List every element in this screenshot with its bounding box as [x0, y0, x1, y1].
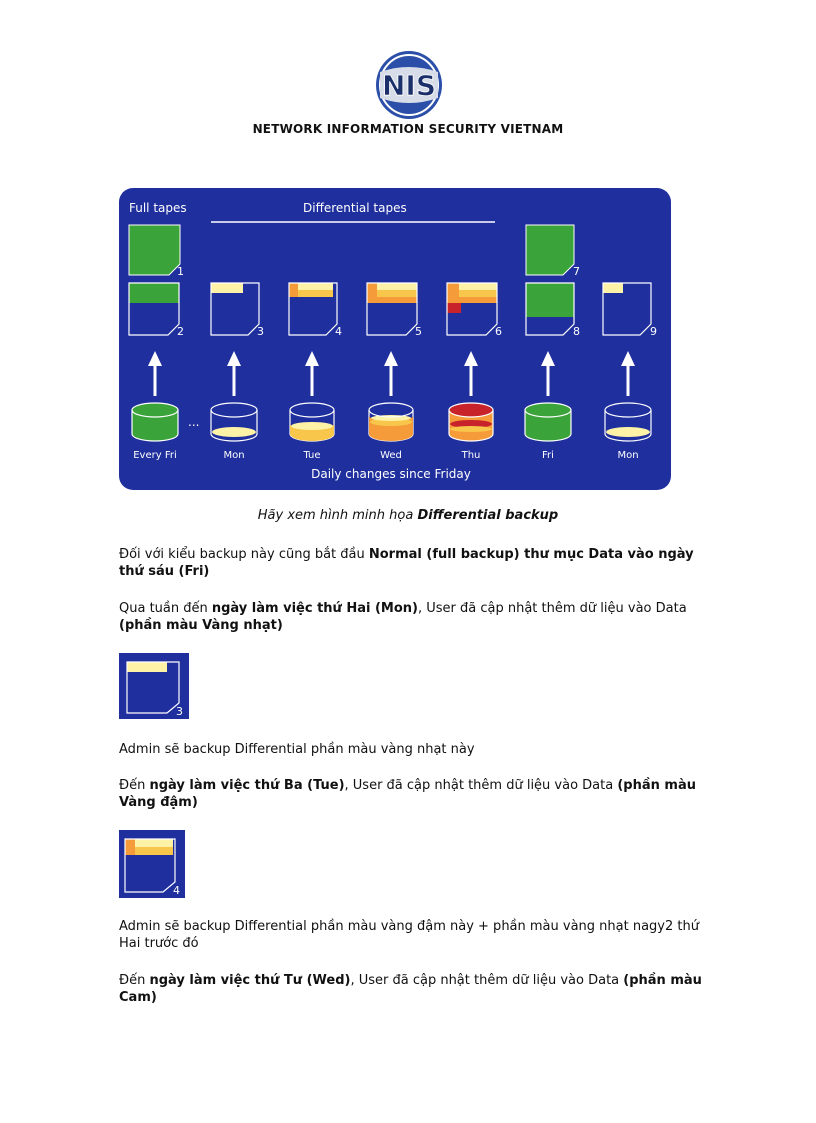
- paragraph-2: Qua tuần đến ngày làm việc thứ Hai (Mon)…: [119, 600, 719, 634]
- logo-text: NIS: [382, 69, 436, 102]
- cylinder-tue: [289, 402, 335, 442]
- differential-tapes-label: Differential tapes: [303, 201, 407, 215]
- tape-3: 3: [210, 282, 264, 338]
- full-tapes-label: Full tapes: [129, 201, 187, 215]
- cylinder-every-fri: [131, 402, 179, 442]
- day-label-every-fri: Every Fri: [133, 450, 177, 461]
- arrow-4: [384, 351, 398, 396]
- tape-8: 8: [525, 282, 580, 338]
- tape-number-3: 3: [257, 325, 264, 338]
- p6-bold-d: (phần màu Cam): [119, 973, 702, 1005]
- p1-text: Đối với kiểu backup này cũng bắt đầu: [119, 547, 369, 562]
- tape-number-9: 9: [650, 325, 657, 338]
- p4-text-c: , User đã cập nhật thêm dữ liệu vào Data: [344, 778, 618, 793]
- arrow-7: [621, 351, 635, 396]
- paragraph-4: Đến ngày làm việc thứ Ba (Tue), User đã …: [119, 777, 719, 811]
- arrows: [148, 351, 635, 396]
- tape-number-6: 6: [495, 325, 502, 338]
- thumbnail-4-number: 4: [173, 884, 180, 897]
- day-label-tue: Tue: [302, 450, 320, 461]
- caption-prefix: Hãy xem hình minh họa: [257, 508, 418, 523]
- p6-text-a: Đến: [119, 973, 150, 988]
- p4-bold-b: ngày làm việc thứ Ba (Tue): [149, 778, 345, 793]
- figure-caption: Hãy xem hình minh họa Differential backu…: [0, 508, 816, 523]
- cylinder-mon: [210, 402, 258, 442]
- tape-number-2: 2: [177, 325, 184, 338]
- day-label-fri: Fri: [542, 450, 554, 461]
- p2-bold-b: ngày làm việc thứ Hai (Mon): [211, 601, 418, 616]
- p2-text-a: Qua tuần đến: [119, 601, 212, 616]
- diagram-background: [119, 188, 671, 490]
- p1-bold: Normal (full backup) thư mục Data vào ng…: [119, 547, 694, 579]
- tape-1: 1: [128, 224, 184, 278]
- p4-text-a: Đến: [119, 778, 150, 793]
- p2-text-c: , User đã cập nhật thêm dữ liệu vào Data: [417, 601, 687, 616]
- tape-number-4: 4: [335, 325, 342, 338]
- arrow-3: [305, 351, 319, 396]
- org-name: NETWORK INFORMATION SECURITY VIETNAM: [252, 122, 564, 136]
- tape-4: 4: [288, 282, 342, 338]
- arrow-6: [541, 351, 555, 396]
- caption-emphasis: Differential backup: [417, 508, 559, 523]
- tape-number-5: 5: [415, 325, 422, 338]
- day-label-wed: Wed: [380, 450, 402, 461]
- cylinder-wed: [368, 402, 414, 442]
- thumbnail-3-number: 3: [176, 705, 183, 718]
- cylinder-thu: [448, 402, 494, 442]
- paragraph-5: Admin sẽ backup Differential phần màu và…: [119, 918, 709, 952]
- footer-label: Daily changes since Friday: [311, 467, 471, 481]
- cylinder-fri: [524, 402, 572, 442]
- cylinder-mon-2: [604, 402, 652, 442]
- arrow-5: [464, 351, 478, 396]
- paragraph-6: Đến ngày làm việc thứ Tư (Wed), User đã …: [119, 972, 719, 1006]
- paragraph-1: Đối với kiểu backup này cũng bắt đầu Nor…: [119, 546, 719, 580]
- p4-bold-d: (phần màu Vàng đậm): [119, 778, 696, 810]
- day-label-thu: Thu: [461, 450, 481, 461]
- day-label-mon-2: Mon: [617, 450, 638, 461]
- paragraph-3: Admin sẽ backup Differential phần màu và…: [119, 741, 719, 758]
- p3-text: Admin sẽ backup Differential phần màu và…: [119, 742, 475, 757]
- tape-number-7: 7: [573, 265, 580, 278]
- arrow-2: [227, 351, 241, 396]
- tape-number-8: 8: [573, 325, 580, 338]
- tape-7: 7: [525, 224, 580, 278]
- tape-9: 9: [602, 282, 657, 338]
- day-label-mon: Mon: [223, 450, 244, 461]
- tape-number-1: 1: [177, 265, 184, 278]
- nis-logo: NIS: [376, 51, 442, 119]
- p6-text-c: , User đã cập nhật thêm dữ liệu vào Data: [350, 973, 624, 988]
- p5-text: Admin sẽ backup Differential phần màu và…: [119, 919, 699, 951]
- thumbnail-tape-3: 3: [119, 653, 189, 719]
- tape-6: 6: [446, 282, 502, 338]
- tape-5: 5: [366, 282, 422, 338]
- p2-bold-d: (phần màu Vàng nhạt): [119, 618, 283, 633]
- p6-bold-b: ngày làm việc thứ Tư (Wed): [149, 973, 351, 988]
- arrow-1: [148, 351, 162, 396]
- ellipsis: ...: [188, 415, 199, 429]
- differential-backup-diagram: Full tapes Differential tapes 1 7 2 3 4 …: [119, 188, 671, 490]
- thumbnail-tape-4: 4: [119, 830, 185, 898]
- tape-2: 2: [128, 282, 184, 338]
